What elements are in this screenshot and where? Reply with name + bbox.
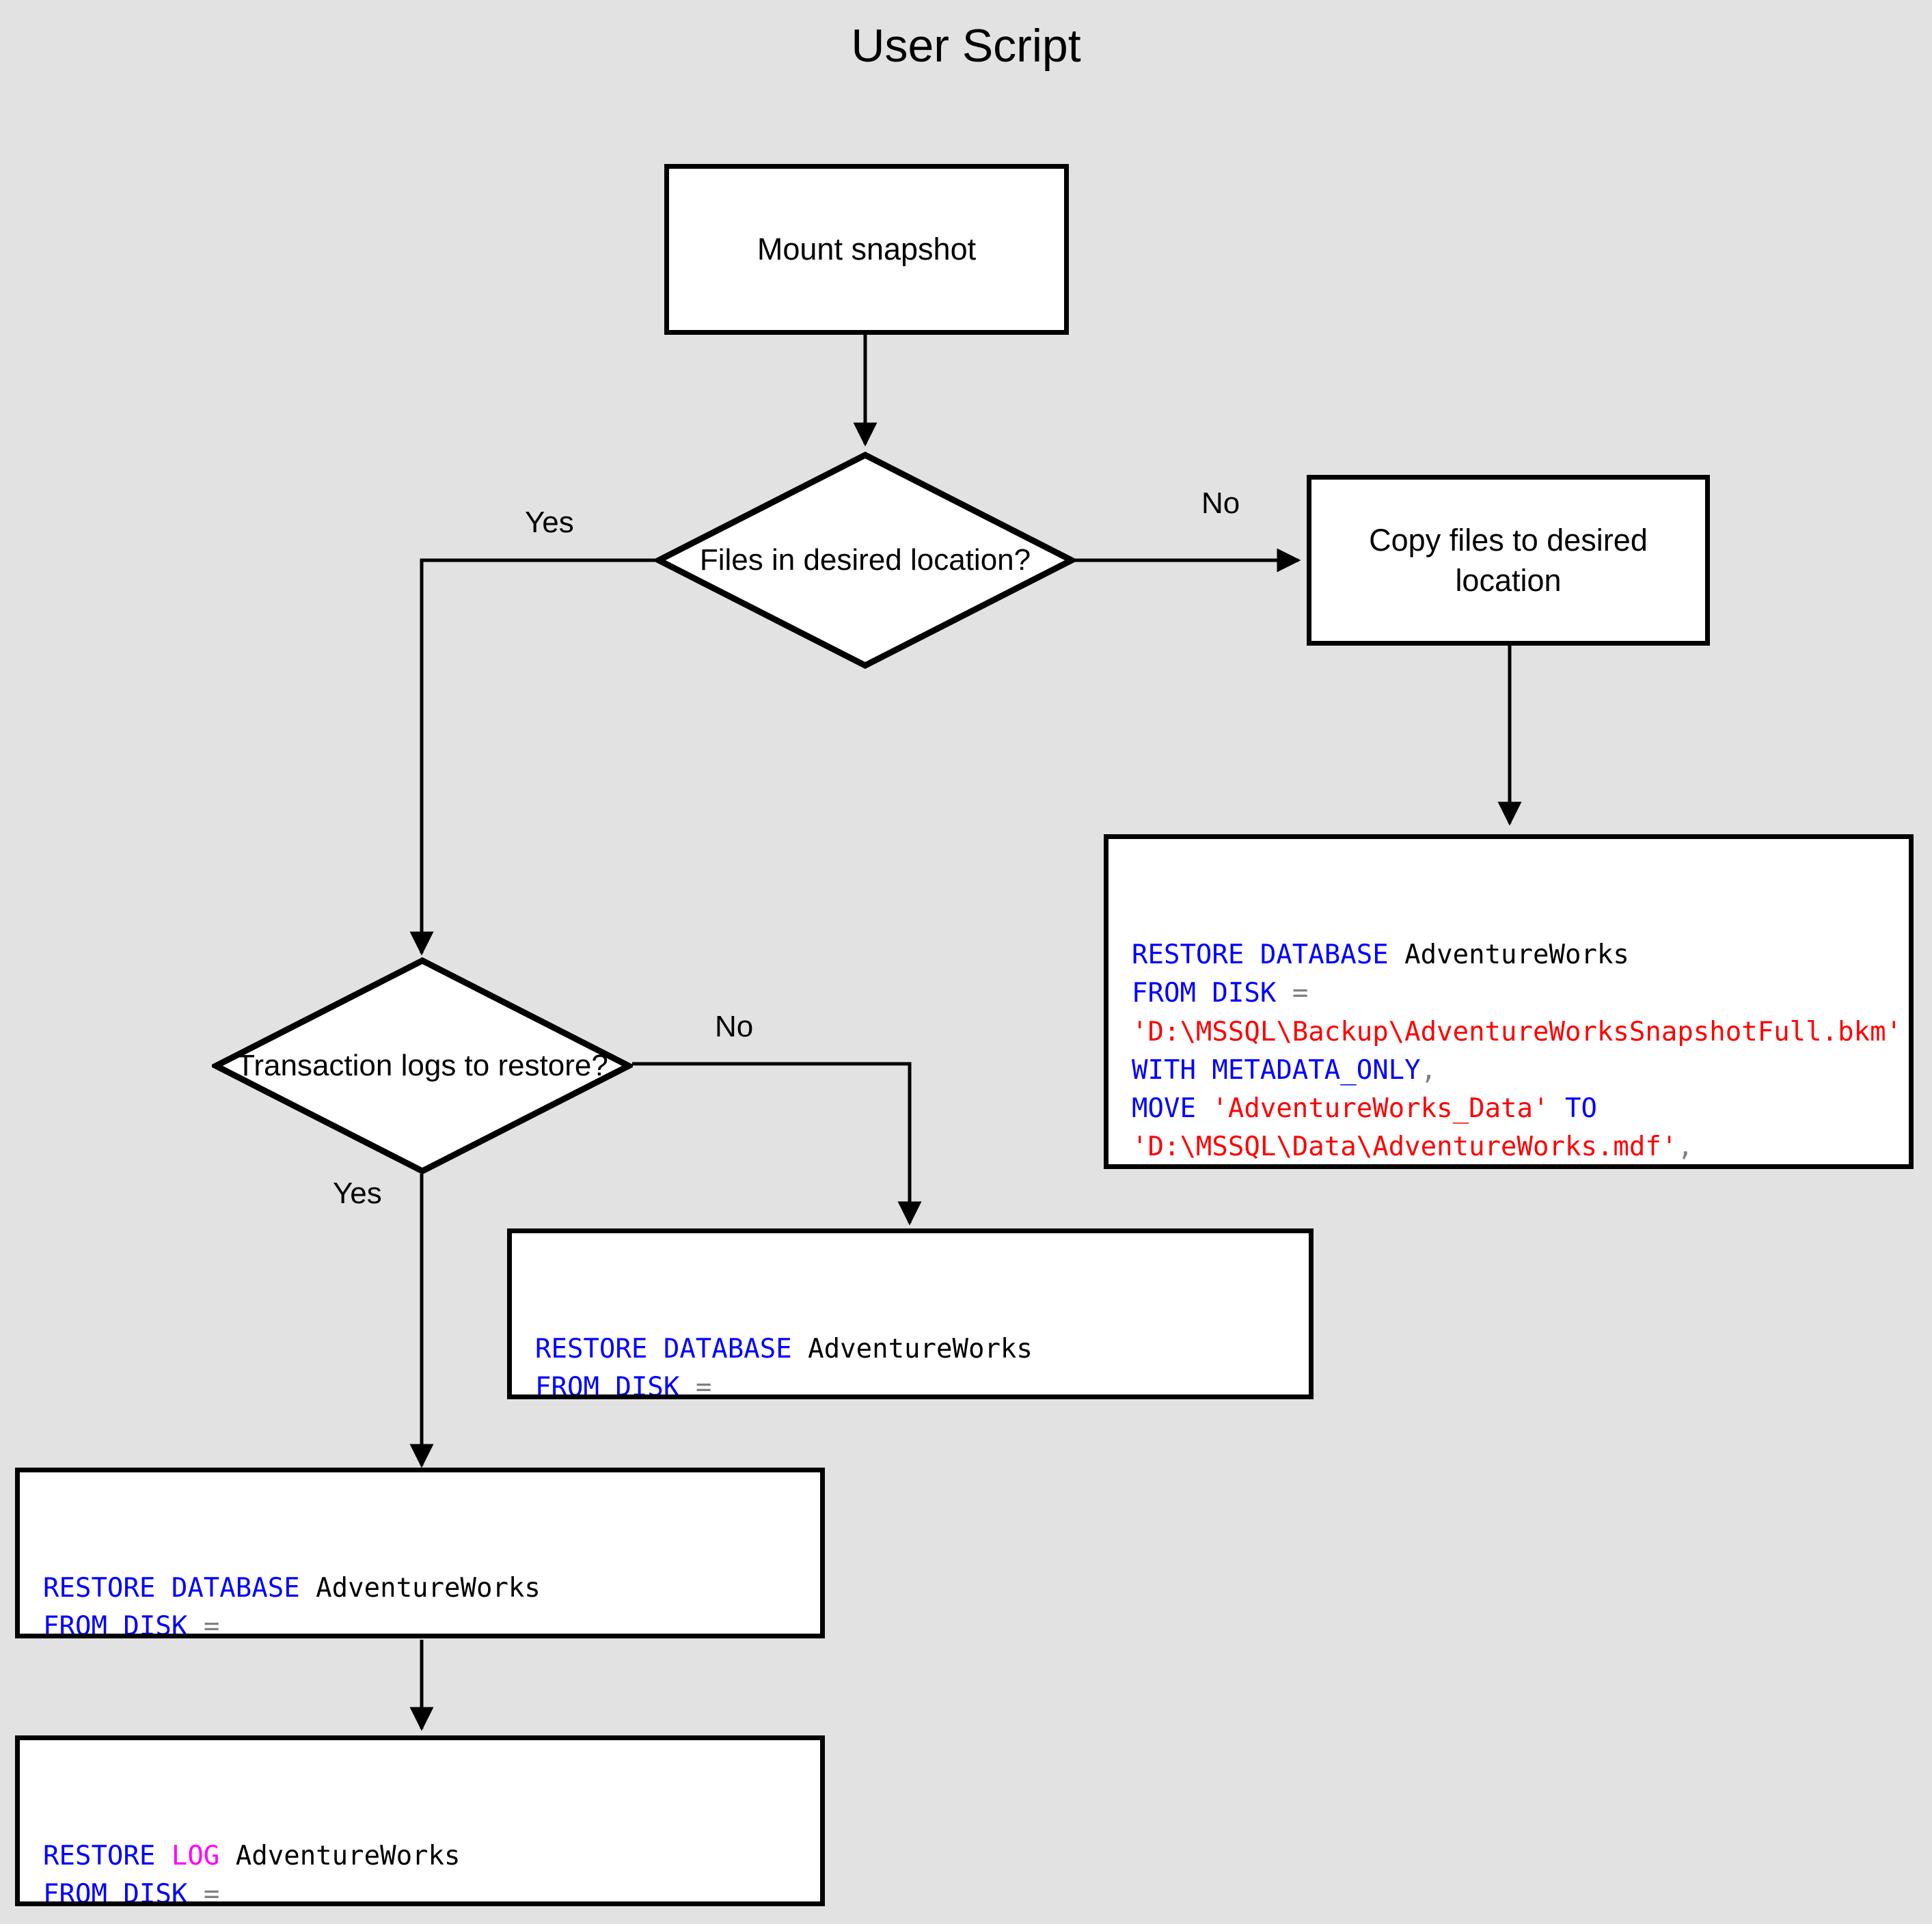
edge-label-logs-yes: Yes — [333, 1177, 382, 1210]
edge-files-yes-to-logs — [409, 558, 656, 956]
code-lines-restore-norecovery: RESTORE DATABASE AdventureWorks FROM DIS… — [43, 1573, 541, 1638]
code-block-restore-database-norecovery[interactable]: RESTORE DATABASE AdventureWorks FROM DIS… — [15, 1468, 825, 1638]
edge-label-files-yes: Yes — [525, 506, 574, 539]
page-title: User Script — [851, 20, 1081, 72]
edge-label-logs-no: No — [715, 1010, 754, 1043]
diamond-shape — [655, 451, 1076, 670]
node-transaction-logs[interactable]: Transaction logs to restore? — [212, 957, 633, 1175]
code-lines-restore-metadata-only: RESTORE DATABASE AdventureWorks FROM DIS… — [535, 1334, 1033, 1399]
node-mount-snapshot-label: Mount snapshot — [757, 232, 977, 267]
edge-label-files-no: No — [1201, 486, 1240, 520]
code-block-restore-log[interactable]: RESTORE LOG AdventureWorks FROM DISK = '… — [15, 1735, 825, 1906]
code-block-restore-database-with-move[interactable]: RESTORE DATABASE AdventureWorks FROM DIS… — [1104, 834, 1914, 1169]
node-copy-files[interactable]: Copy files to desired location — [1307, 475, 1710, 646]
code-lines-restore-log: RESTORE LOG AdventureWorks FROM DISK = '… — [43, 1841, 461, 1906]
node-mount-snapshot[interactable]: Mount snapshot — [664, 164, 1069, 335]
node-files-in-desired-location[interactable]: Files in desired location? — [655, 451, 1076, 670]
code-lines-restore-with-move: RESTORE DATABASE AdventureWorks FROM DIS… — [1132, 939, 1903, 1163]
code-block-restore-database-metadata-only[interactable]: RESTORE DATABASE AdventureWorks FROM DIS… — [507, 1228, 1314, 1399]
diamond-shape — [212, 957, 633, 1175]
edge-logs-no-to-metadata — [632, 1062, 922, 1226]
node-copy-files-label: Copy files to desired location — [1369, 522, 1648, 598]
